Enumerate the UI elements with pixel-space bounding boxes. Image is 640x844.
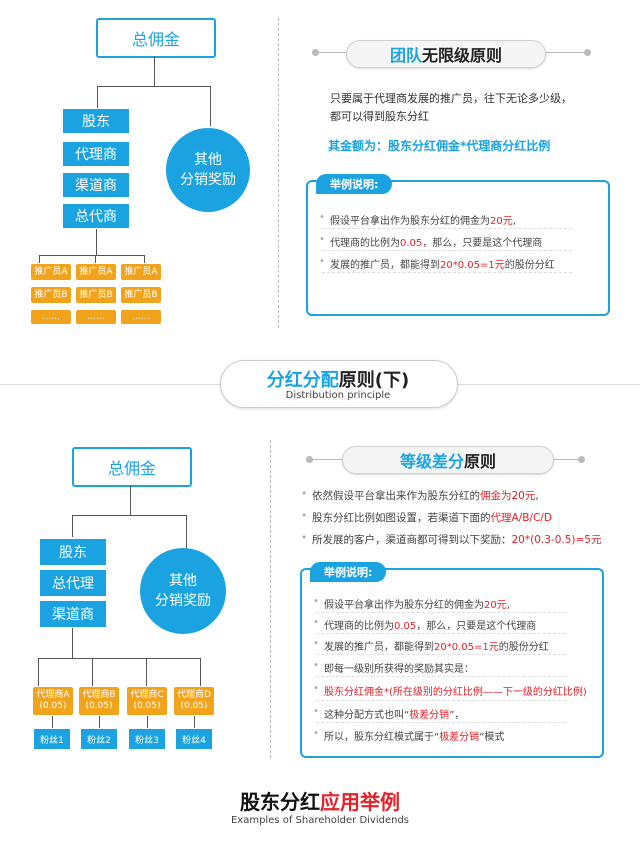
divider-dot bbox=[578, 456, 585, 463]
chain-general-agent: 总代理 bbox=[40, 570, 106, 596]
connector bbox=[97, 86, 211, 87]
bullet-line: 所发展的客户，渠道商都可得到以下奖励：20*(0.3-0.5)=5元 bbox=[301, 532, 601, 547]
separator bbox=[316, 676, 566, 677]
example-item: 股东分红佣金*(所在级别的分红比例——下一级的分红比例) bbox=[313, 683, 587, 698]
example-item: 即每一级别所获得的奖励其实是： bbox=[313, 660, 474, 675]
footer-subtitle: Examples of Shareholder Dividends bbox=[230, 815, 410, 826]
connector bbox=[186, 515, 187, 549]
separator bbox=[316, 612, 566, 613]
connector bbox=[130, 485, 131, 515]
separator bbox=[322, 250, 572, 251]
example-card-tag: 举例说明: bbox=[316, 174, 393, 194]
promoter-box: 推广员B bbox=[31, 287, 71, 303]
bottom-total-commission-box: 总佣金 bbox=[72, 447, 192, 487]
promoter-box: 推广员B bbox=[76, 287, 116, 303]
example-item: 假设平台拿出作为股东分红的佣金为20元, bbox=[313, 596, 510, 611]
promoter-box: …… bbox=[121, 310, 161, 324]
formula-text: 其金额为：股东分红佣金*代理商分红比例 bbox=[328, 139, 551, 153]
connector bbox=[72, 515, 186, 516]
connector bbox=[96, 229, 97, 255]
bullet-line: 股东分红比例如图设置，若渠道下面的代理A/B/C/D bbox=[301, 510, 552, 525]
example-card: 举例说明: 假设平台拿出作为股东分红的佣金为20元, 代理商的比例为0.05，那… bbox=[306, 174, 610, 316]
chain-channel: 渠道商 bbox=[40, 601, 106, 627]
connector bbox=[154, 56, 155, 86]
divider bbox=[278, 18, 279, 328]
connector bbox=[39, 255, 40, 263]
connector bbox=[39, 255, 145, 256]
fan-box: 粉丝2 bbox=[81, 729, 117, 749]
connector bbox=[38, 658, 39, 686]
chain-channel: 渠道商 bbox=[63, 173, 129, 197]
promoter-box: 推广员B bbox=[121, 287, 161, 303]
separator bbox=[316, 722, 566, 723]
agent-box: 代理商A (0.05) bbox=[33, 687, 73, 715]
chain-shareholder: 股东 bbox=[63, 109, 129, 133]
chain-shareholder: 股东 bbox=[40, 539, 106, 565]
description-line: 都可以得到股东分红 bbox=[330, 110, 429, 123]
connector bbox=[97, 86, 98, 108]
banner-title: 分红分配原则(下) bbox=[266, 370, 410, 391]
footer-title: 股东分红应用举例 bbox=[240, 790, 400, 814]
banner-pill bbox=[220, 360, 458, 408]
promoter-box: …… bbox=[76, 310, 116, 324]
promoter-box: 推广员A bbox=[31, 264, 71, 280]
connector bbox=[147, 716, 148, 728]
example-item: 代理商的比例为0.05，那么，只要是这个代理商 bbox=[319, 234, 542, 249]
section-title-team: 团队无限级原则 bbox=[346, 40, 546, 68]
fan-box: 粉丝3 bbox=[129, 729, 165, 749]
separator bbox=[316, 633, 566, 634]
example-item: 代理商的比例为0.05，那么，只要是这个代理商 bbox=[313, 617, 536, 632]
example-item: 所以，股东分红模式属于“极差分销”模式 bbox=[313, 728, 504, 743]
promoter-box: 推广员A bbox=[121, 264, 161, 280]
divider-dot bbox=[306, 456, 313, 463]
connector bbox=[52, 716, 53, 728]
divider-dot bbox=[312, 49, 319, 56]
fan-box: 粉丝4 bbox=[176, 729, 212, 749]
fan-box: 粉丝1 bbox=[34, 729, 70, 749]
separator bbox=[316, 700, 566, 701]
agent-box: 代理商D (0.05) bbox=[174, 687, 214, 715]
example-card-tag: 举例说明: bbox=[310, 562, 387, 582]
promoter-box: …… bbox=[31, 310, 71, 324]
example-item: 发展的推广员，都能得到20*0.05=1元的股份分红 bbox=[313, 638, 549, 653]
connector bbox=[92, 658, 93, 686]
example-card: 举例说明: 假设平台拿出作为股东分红的佣金为20元, 代理商的比例为0.05，那… bbox=[300, 562, 604, 758]
description-line: 只要属于代理商发展的推广员，往下无论多少级， bbox=[330, 92, 572, 105]
example-item: 假设平台拿出作为股东分红的佣金为20元, bbox=[319, 212, 516, 227]
banner-subtitle: Distribution principle bbox=[285, 390, 391, 401]
chain-agent: 代理商 bbox=[63, 142, 129, 166]
separator bbox=[322, 228, 572, 229]
connector bbox=[194, 716, 195, 728]
section-title-level: 等级差分原则 bbox=[342, 446, 554, 474]
connector bbox=[146, 658, 147, 686]
divider bbox=[270, 440, 271, 758]
agent-box: 代理商C (0.05) bbox=[127, 687, 167, 715]
connector bbox=[210, 86, 211, 126]
other-rewards-circle: 其他 分销奖励 bbox=[140, 548, 226, 634]
bullet-line: 依然假设平台拿出来作为股东分红的佣金为20元, bbox=[301, 488, 539, 503]
top-total-commission-box: 总佣金 bbox=[96, 18, 216, 58]
connector bbox=[95, 255, 96, 263]
agent-box: 代理商B (0.05) bbox=[79, 687, 119, 715]
separator bbox=[316, 654, 566, 655]
promoter-box: 推广员A bbox=[76, 264, 116, 280]
connector bbox=[72, 515, 73, 537]
connector bbox=[200, 658, 201, 686]
connector bbox=[72, 628, 73, 658]
connector bbox=[38, 658, 200, 659]
example-item: 这种分配方式也叫“极差分销”， bbox=[313, 706, 464, 721]
connector bbox=[144, 255, 145, 263]
chain-general-agent: 总代商 bbox=[63, 204, 129, 228]
separator bbox=[322, 272, 572, 273]
connector bbox=[99, 716, 100, 728]
divider-dot bbox=[584, 49, 591, 56]
other-rewards-circle: 其他 分销奖励 bbox=[166, 128, 250, 212]
example-item: 发展的推广员，都能得到20*0.05=1元的股份分红 bbox=[319, 256, 555, 271]
